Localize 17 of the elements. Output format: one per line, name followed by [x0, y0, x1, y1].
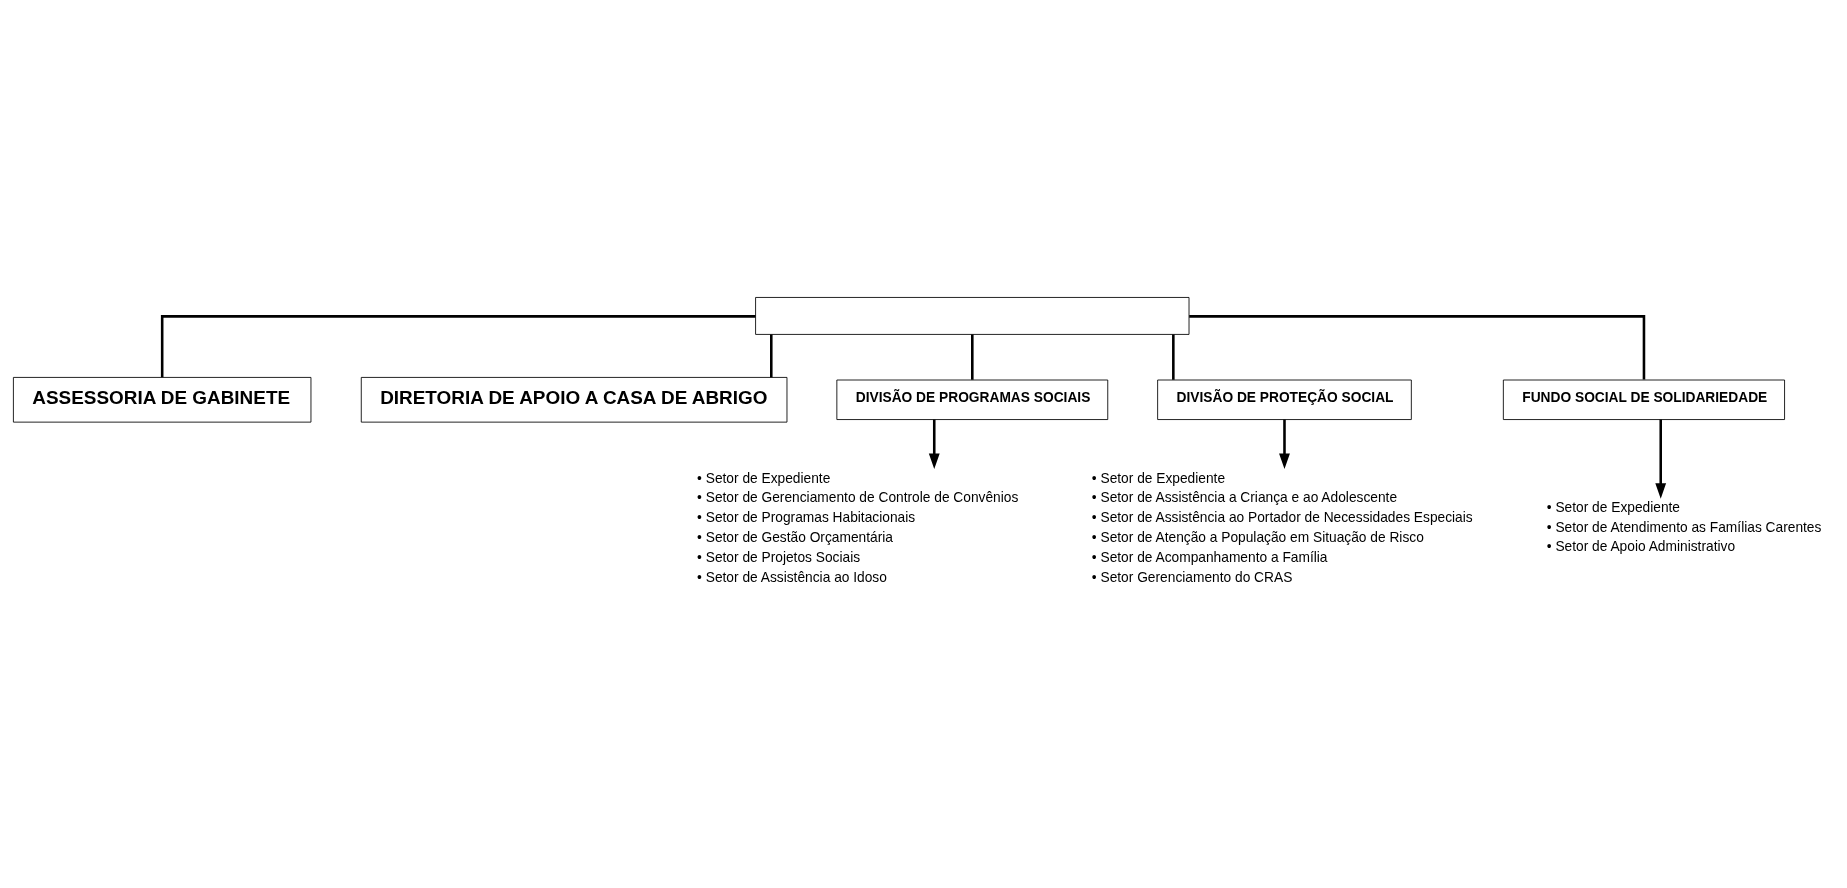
- node-text: • Setor de Expediente • Setor de Atendimento as Famílias Carentes • Setor de Apoio Administrativo: [1546, 499, 1822, 554]
- node-box: ASSESSORIA DE GABINETE: [13, 376, 312, 423]
- arrow: [1655, 419, 1667, 499]
- connector: [770, 334, 773, 377]
- node-box: DIVISÃO DE PROTEÇÃO SOCIAL: [1157, 379, 1412, 420]
- node-box: DIRETORIA DE APOIO A CASA DE ABRIGO: [360, 376, 788, 423]
- node-text: • Setor de Expediente • Setor de Assistência a Criança e ao Adolescente • Setor de Assistência ao Portador de Necessidades Especiais • Setor de Atenção a População em Situação de Risco • Setor de Acompanhamento a Família • Setor Gerenciamento do CRAS: [1091, 470, 1473, 584]
- connector: [1189, 314, 1646, 380]
- connector: [160, 314, 756, 377]
- node-box: [755, 296, 1190, 335]
- arrow: [1279, 419, 1290, 469]
- node-text: • Setor de Expediente • Setor de Gerenciamento de Controle de Convênios • Setor de Programas Habitacionais • Setor de Gestão Orçamentária • Setor de Projetos Sociais • Setor de Assistência ao Idoso: [697, 470, 1019, 584]
- connector: [971, 334, 974, 380]
- node-box: FUNDO SOCIAL DE SOLIDARIEDADE: [1502, 379, 1785, 420]
- arrow: [928, 419, 940, 469]
- connector: [1172, 334, 1175, 380]
- node-box: DIVISÃO DE PROGRAMAS SOCIAIS: [836, 379, 1109, 420]
